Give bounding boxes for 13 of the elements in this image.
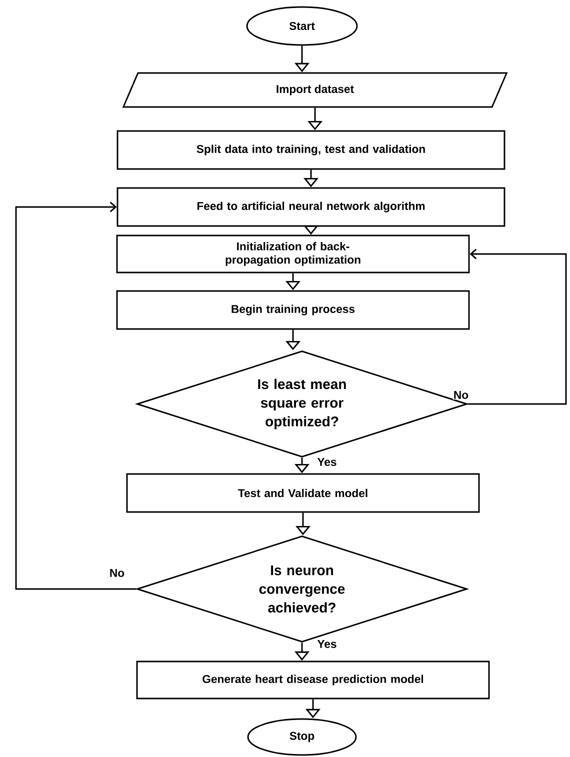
edge-label: No (108, 568, 126, 578)
process-box: Test and Validate model (126, 473, 480, 513)
edge-label: Yes (316, 457, 338, 467)
process-box: Feed to artificial neural network algorithm (116, 187, 506, 227)
terminator-oval: Start (246, 6, 358, 46)
process-box: Begin training process (116, 290, 470, 330)
process-box: Generate heart disease prediction model (136, 660, 490, 700)
arrow (468, 248, 567, 405)
process-box: Split data into training, test and validation (116, 130, 506, 170)
edge-label: No (452, 390, 470, 400)
arrow (15, 202, 136, 590)
process-box: Initialization of back-propagation optimization (116, 234, 470, 274)
terminator-oval: Stop (247, 718, 357, 756)
